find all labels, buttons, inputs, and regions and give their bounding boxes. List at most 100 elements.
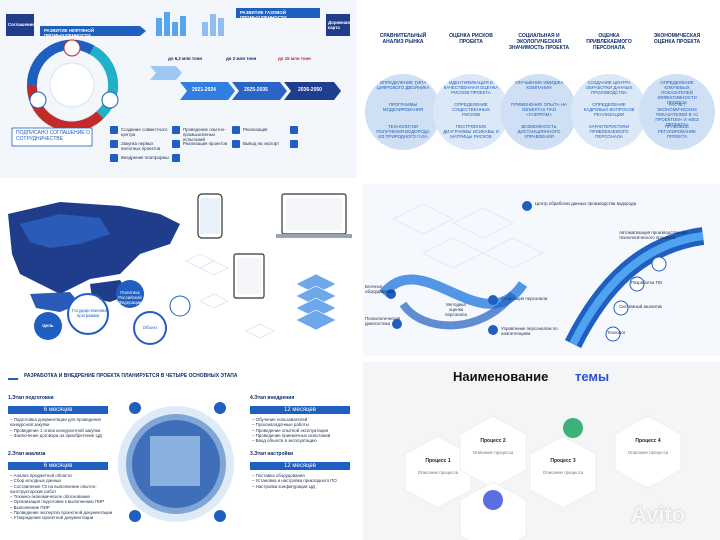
analysis-item: ХАРАКТЕРИСТИКИ ПРИВЛЕКАЕМОГО ПЕРСОНАЛА — [588, 124, 630, 140]
volume-1: до 6,2 млн тонн — [168, 56, 202, 61]
block-equipment-label: Блочное оборудование — [365, 284, 394, 295]
psych-diagnostics-label: Психологическая диагностика — [365, 316, 401, 327]
slide-roadmap-graphics — [0, 0, 357, 178]
object-label: Объект — [142, 325, 158, 330]
bullet-2-1: Проведение опытно-промышленных испытаний — [183, 127, 226, 143]
stages-graphics — [0, 362, 357, 540]
bullet-1-2: Закупка первых пилотных проектов — [121, 141, 161, 152]
bullet-2-2: Реализация проектов — [183, 141, 228, 146]
slide-map: Цель Государственная программа Политика … — [0, 184, 357, 356]
analysis-header-2: ОЦЕНКА РИСКОВ ПРОЕКТА — [449, 33, 493, 45]
analysis-header-3: СОЦИАЛЬНАЯ И ЭКОЛОГИЧЕСКАЯ ЗНАЧИМОСТЬ ПР… — [508, 33, 570, 51]
stage2-title: 2.Этап анализа — [8, 451, 46, 457]
data-center-label: Центр обработки данных производства водо… — [535, 201, 637, 206]
analysis-header-1: СРАВНИТЕЛЬНЫЙ АНАЛИЗ РЫНКА — [379, 33, 427, 45]
analysis-item: ПОСТРОЕНИЕ ДИАГРАММЫ ИСИКАВЫ И МАТРИЦЫ Р… — [443, 124, 499, 140]
stage-item: – Технико-экономическое обоснование — [10, 494, 90, 500]
stage4-items: – Обучение пользователей– Пусконаладочны… — [252, 417, 352, 443]
goal-label: Цель — [42, 323, 54, 328]
period-3: 2036-2050 — [298, 87, 322, 93]
technologist-label: Технолог — [607, 330, 626, 335]
assessment-method-label: Методика оценки персонала — [445, 302, 467, 318]
state-program-label: Государственная программа — [72, 308, 107, 319]
process-4-label: Процесс 4 — [635, 438, 661, 444]
stages-title: РАЗРАБОТКА И ВНЕДРЕНИЕ ПРОЕКТА ПЛАНИРУЕТ… — [24, 373, 238, 379]
process-3-desc: Описание процесса — [542, 470, 584, 475]
policy-label: Политика Российской Федерации — [118, 290, 142, 306]
system-analyst-label: Системный аналитик — [619, 304, 663, 309]
stage3-duration: 12 месяцев — [284, 463, 316, 469]
volume-3: до 15 млн тонн — [278, 56, 311, 61]
stage-item: – Организация подготовки к выполнению ПИ… — [10, 499, 105, 505]
stage-item: – Установка и настройка прикладного ПО — [252, 478, 337, 484]
slide-processes: Наименование темы Процесс 1 Описание про… — [363, 362, 720, 540]
analysis-item: ПРАВОВОЕ РЕГУЛИРОВАНИЕ ПРОЕКТА — [657, 124, 697, 140]
analysis-item: СОЗДАНИЕ ЦЕНТРА ОБРАБОТКИ ДАННЫХ ПРОИЗВО… — [585, 80, 633, 96]
stage1-title: 1.Этап подготовки — [8, 395, 54, 401]
stage-item: – Сбор исходных данных — [10, 478, 62, 484]
stage-item: – Проведение приемочных испытаний — [252, 432, 331, 438]
analysis-item: РАСЧЕТ ЭКОНОМИЧЕСКИХ ПОКАЗАТЕЛЕЙ В «С ПР… — [655, 102, 699, 128]
analysis-item: ОПРЕДЕЛЕНИЕ СУЩЕСТВЕННЫХ РИСКОВ — [452, 102, 490, 118]
stage2-items: – Анализ предметной области– Сбор исходн… — [10, 473, 114, 521]
analysis-item: ОПРЕДЕЛЕНИЕ ТИПА ЦИФРОВОГО ДВОЙНИКА — [376, 80, 430, 91]
stage-item: – Поставка оборудования — [252, 473, 305, 478]
stage3-title: 3.Этап настройки — [250, 451, 294, 457]
bullet-1-1: Создание совместного центра — [121, 127, 168, 138]
stage-item: – Подготовка документации для проведения… — [10, 417, 101, 428]
stage4-title: 4.Этап внедрения — [250, 395, 295, 401]
hexagon-graphics — [363, 362, 720, 540]
avito-watermark: Avito — [631, 502, 686, 527]
stage-item: – Утверждение проектной документации — [10, 515, 94, 521]
period-1: 2021-2024 — [192, 87, 216, 93]
slide-analysis-columns: СРАВНИТЕЛЬНЫЙ АНАЛИЗ РЫНКА ОПРЕДЕЛЕНИЕ ТИ… — [363, 0, 720, 178]
stage1-items: – Подготовка документации для проведения… — [10, 417, 110, 438]
analysis-item: ОПРЕДЕЛЕНИЕ КАДРОВЫХ ВОПРОСОВ РЕАЛИЗАЦИИ — [583, 102, 635, 118]
stage-item: – Проведение 1 этапа конкурентной закупк… — [10, 427, 101, 433]
analysis-item: ПРОГРАММЫ МОДЕЛИРОВАНИЯ — [382, 102, 424, 113]
stage1-duration: 6 месяцев — [43, 407, 73, 413]
bullet-1-3: Внедрение платформы — [121, 155, 169, 160]
process-3-label: Процесс 3 — [550, 458, 576, 464]
map-graphics — [0, 184, 357, 356]
software-dev-label: Разработка ПО — [631, 280, 663, 285]
slide-four-stages: РАЗРАБОТКА И ВНЕДРЕНИЕ ПРОЕКТА ПЛАНИРУЕТ… — [0, 362, 357, 540]
bullet-3-2: Вывод на экспорт — [243, 141, 280, 146]
theme-title-part2: темы — [575, 369, 610, 384]
analysis-item: УЛУЧШЕНИЕ ИМИДЖА КОМПАНИИ — [514, 80, 564, 91]
process-4-desc: Описание процесса — [627, 450, 669, 455]
analysis-circles — [363, 0, 720, 178]
competency-label: Управление персоналом по компетенциям — [501, 326, 558, 337]
analysis-item: ТЕХНОЛОГИИ ПОЛУЧЕНИЯ ВОДОРОДА ИЗ ПРИРОДН… — [376, 124, 430, 140]
stage-item: – Анализ предметной области — [10, 473, 72, 478]
analysis-item: ОПРЕДЕЛЕНИЕ КЛЮЧЕВЫХ ПОКАЗАТЕЛЕЙ ЭФФЕКТИ… — [657, 80, 697, 106]
stage4-duration: 12 месяцев — [284, 407, 316, 413]
stage2-duration: 6 месяцев — [43, 463, 73, 469]
slide-roadmap: Соглашение РАЗВИТИЕ НЕФТЯНОЙ ПРОМЫШЛЕННО… — [0, 0, 357, 178]
stage-item: – Проведение экспертиз проектной докумен… — [10, 509, 113, 515]
process-1-desc: Описание процесса — [417, 470, 459, 475]
analysis-item: ВОЗМОЖНОСТЬ ДИСТАНЦИОННОГО УПРАВЛЕНИЯ — [517, 124, 561, 140]
process-2-desc: Описание процесса — [472, 450, 514, 455]
stage-item: – Составление ТЗ на выполнение опытно-ко… — [10, 483, 97, 494]
oil-ribbon: РАЗВИТИЕ НЕФТЯНОЙ ПРОМЫШЛЕННОСТИ — [44, 28, 94, 39]
gas-ribbon: РАЗВИТИЕ ГАЗОВОЙ ПРОМЫШЛЕННОСТИ — [240, 10, 287, 21]
stage3-items: – Поставка оборудования– Установка и нас… — [252, 473, 352, 489]
automation-label: Автоматизация производственно-технологич… — [619, 230, 689, 241]
analysis-item: ПРИМЕНЕНИЕ ОПЫТА НА ОБЪЕКТАХ ПАО «ГАЗПРО… — [511, 102, 567, 118]
stage-item: – Проведение опытной эксплуатации — [252, 427, 329, 433]
analysis-item: ИДЕНТИФИКАЦИЯ И КАЧЕСТВЕННАЯ ОЦЕНКА РИСК… — [443, 80, 499, 96]
roadmap-box-title: Дорожная карта — [328, 20, 350, 31]
analysis-header-4: ОЦЕНКА ПРИВЛЕКАЕМОГО ПЕРСОНАЛА — [586, 33, 632, 51]
analysis-header-5: ЭКОНОМИЧЕСКАЯ ОЦЕНКА ПРОЕКТА — [653, 33, 701, 45]
period-2: 2025-2035 — [244, 87, 268, 93]
flow-graphics — [363, 184, 720, 356]
stage-item: – Выполнение ПИР — [10, 504, 50, 510]
stage-item: – Заключение договора на приобретение ЦД — [10, 432, 102, 438]
certification-label: Аттестация персонала — [501, 296, 548, 301]
agreement-box-title: Соглашение — [8, 22, 35, 27]
bullet-3-1: Реализация — [243, 127, 268, 132]
process-1-label: Процесс 1 — [425, 458, 451, 464]
signed-agreement-text: ПОДПИСАНО СОГЛАШЕНИЕ О СОТРУДНИЧЕСТВЕ — [16, 130, 90, 142]
